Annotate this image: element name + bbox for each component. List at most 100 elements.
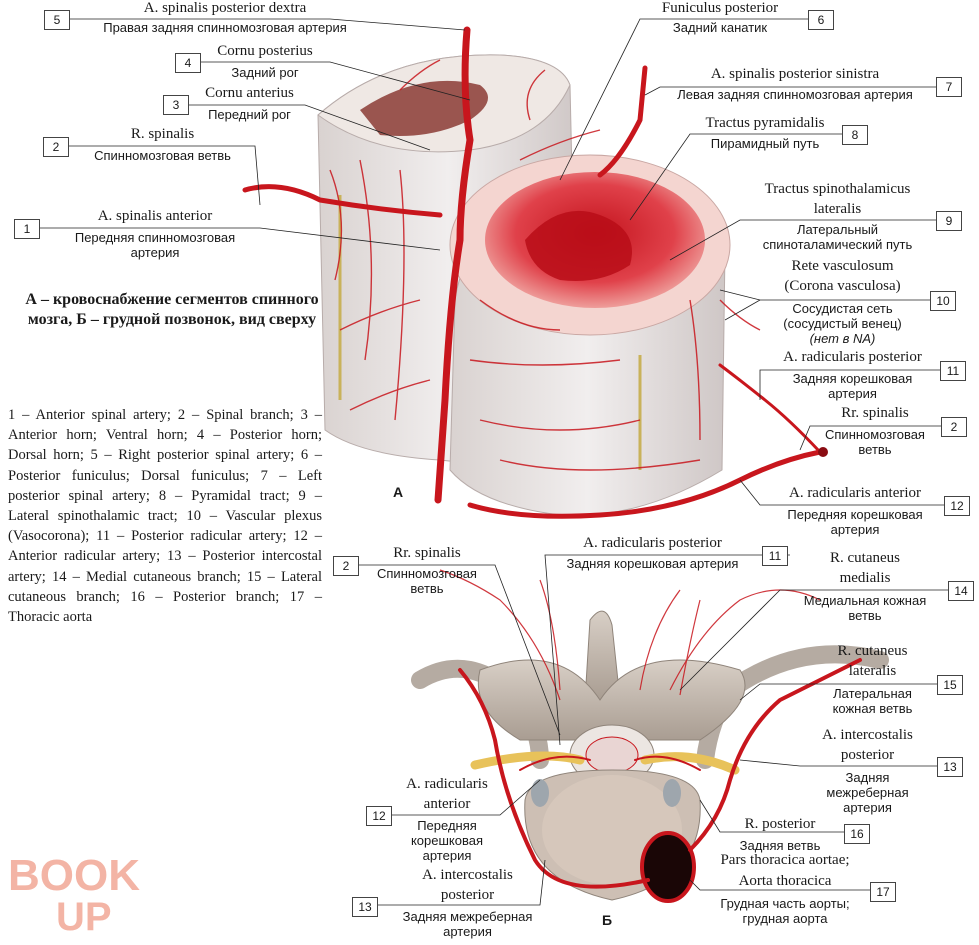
figure-b-vertebra [411, 569, 889, 903]
label-7-latin: A. spinalis posterior sinistra [710, 66, 880, 82]
figure-a-spinal-cord [242, 26, 828, 519]
label-5-latin: A. spinalis posterior dextra [143, 0, 307, 16]
label-14-latin-1: R. cutaneus [830, 550, 900, 566]
label-number-11b: 11 [762, 546, 788, 566]
label-number-15: 15 [937, 675, 963, 695]
label-10-ru-1: Сосудистая сеть [792, 301, 893, 316]
label-5-ru: Правая задняя спинномозговая артерия [103, 20, 347, 35]
label-15-ru-2: кожная ветвь [832, 701, 913, 716]
label-9-ru-1: Латеральный [796, 222, 879, 237]
label-12b-latin-1: A. radicularis [406, 776, 488, 792]
label-2-ru: Спинномозговая ветвь [94, 148, 231, 163]
label-12b-ru-1: Передняя [417, 818, 477, 833]
label-14-ru-2: ветвь [848, 608, 882, 623]
label-12b-ru-2: корешковая [410, 833, 484, 848]
label-14-ru-1: Медиальная кожная [803, 593, 927, 608]
label-number-7: 7 [936, 77, 962, 97]
posterior-horn-upper [360, 80, 488, 136]
label-number-14: 14 [948, 581, 974, 601]
label-17-latin-2: Aorta thoracica [738, 873, 832, 889]
label-number-2b: 2 [941, 417, 967, 437]
svg-text:BOOK: BOOK [8, 852, 140, 900]
label-number-2: 2 [43, 137, 69, 157]
label-2b-ru-1: Спинномозговая [825, 427, 925, 442]
label-13b-ru-2: артерия [443, 924, 492, 939]
label-17-ru-1: Грудная часть аорты; [720, 896, 850, 911]
label-number-3: 3 [163, 95, 189, 115]
label-13a-latin-2: posterior [840, 747, 895, 763]
label-11b-ru: Задняя корешковая артерия [566, 556, 739, 571]
label-17-latin-1: Pars thoracica aortae; [720, 852, 850, 868]
label-4-ru: Задний рог [231, 65, 299, 80]
label-number-1: 1 [14, 219, 40, 239]
label-13b-latin-2: posterior [440, 887, 495, 903]
label-number-9: 9 [936, 211, 962, 231]
svg-text:UP: UP [56, 895, 112, 932]
label-1-ru-1: Передняя спинномозговая [74, 230, 236, 245]
label-13a-ru-1: Задняя [845, 770, 890, 785]
label-10-latin-2: (Corona vasculosa) [784, 278, 901, 294]
label-2-latin: R. spinalis [130, 126, 195, 142]
label-number-13a: 13 [937, 757, 963, 777]
label-17-ru-2: грудная аорта [742, 911, 828, 926]
label-12b-ru-3: артерия [422, 848, 472, 863]
label-3-ru: Передний рог [208, 107, 291, 122]
legend-text: 1 – Anterior spinal artery; 2 – Spinal b… [8, 407, 322, 626]
label-number-4: 4 [175, 53, 201, 73]
label-11a-ru-2: артерия [828, 386, 877, 401]
gray-matter-butterfly [525, 210, 632, 281]
label-12a-ru-1: Передняя корешковая [787, 507, 923, 522]
figure-letter-b: Б [602, 912, 613, 928]
label-number-13b: 13 [352, 897, 378, 917]
label-7-ru: Левая задняя спинномозговая артерия [677, 87, 913, 102]
leader-lines [40, 18, 950, 906]
label-number-12a: 12 [944, 496, 970, 516]
label-1-latin: A. spinalis anterior [97, 208, 213, 224]
label-13a-ru-3: артерия [843, 800, 892, 815]
label-10-latin-1: Rete vasculosum [791, 258, 894, 274]
label-1-ru-2: артерия [130, 245, 180, 260]
label-number-8: 8 [842, 125, 868, 145]
label-8-latin: Tractus pyramidalis [705, 115, 825, 131]
label-number-2c: 2 [333, 556, 359, 576]
label-9-ru-2: спиноталамический путь [762, 237, 913, 252]
label-11a-ru-1: Задняя корешковая [792, 371, 913, 386]
label-15-latin-2: lateralis [848, 663, 897, 679]
label-14-latin-2: medialis [839, 570, 891, 586]
label-2c-ru-2: ветвь [410, 581, 444, 596]
label-number-17: 17 [870, 882, 896, 902]
label-13a-latin-1: A. intercostalis [822, 727, 913, 743]
label-number-12b: 12 [366, 806, 392, 826]
label-11b-latin: A. radicularis posterior [583, 535, 722, 551]
bookup-logo: BOOK UP [8, 852, 140, 932]
figure-caption: А – кровоснабжение сегментов спинного мо… [25, 291, 319, 328]
label-number-6: 6 [808, 10, 834, 30]
label-4-latin: Cornu posterius [217, 43, 313, 59]
label-6-latin: Funiculus posterior [661, 0, 779, 16]
label-13b-ru-1: Задняя межреберная [402, 909, 533, 924]
thoracic-aorta-shape [640, 831, 696, 903]
label-10-ru-2: (сосудистый венец) [783, 316, 902, 331]
label-8-ru: Пирамидный путь [710, 136, 820, 151]
label-16-latin: R. posterior [744, 816, 816, 832]
label-number-5: 5 [44, 10, 70, 30]
label-number-11a: 11 [940, 361, 966, 381]
label-15-ru-1: Латеральная [833, 686, 912, 701]
label-2b-latin: Rr. spinalis [841, 405, 909, 421]
label-10-ru-3: (нет в NA) [809, 331, 876, 346]
label-11a-latin: A. radicularis posterior [783, 349, 922, 365]
label-6-ru: Задний канатик [672, 20, 768, 35]
label-number-10: 10 [930, 291, 956, 311]
label-16-ru: Задняя ветвь [739, 838, 821, 853]
label-number-16: 16 [844, 824, 870, 844]
label-12a-ru-2: артерия [830, 522, 880, 537]
label-2b-ru-2: ветвь [858, 442, 892, 457]
label-3-latin: Cornu anterius [205, 85, 294, 101]
label-9-latin-1: Tractus spinothalamicus [764, 181, 911, 197]
label-2c-ru-1: Спинномозговая [377, 566, 477, 581]
label-2c-latin: Rr. spinalis [393, 545, 461, 561]
label-12b-latin-2: anterior [423, 796, 471, 812]
figure-letter-a: А [393, 484, 404, 500]
label-15-latin-1: R. cutaneus [837, 643, 908, 659]
